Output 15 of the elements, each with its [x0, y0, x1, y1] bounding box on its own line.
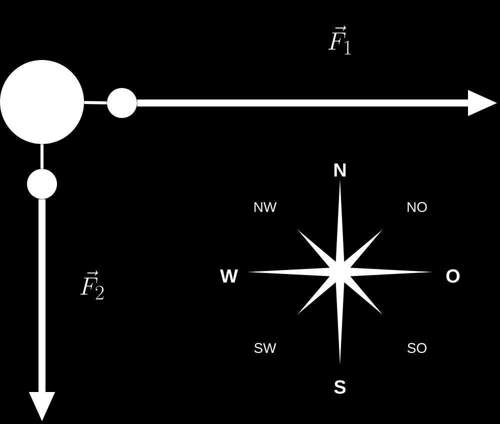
direction-label: SW	[254, 343, 276, 353]
attachment-point	[27, 169, 57, 199]
direction-label: S	[334, 380, 346, 394]
force-label: $\vec{F}_1$	[328, 26, 351, 54]
connector-line	[40, 144, 44, 169]
direction-label: N	[334, 163, 346, 177]
connector-line	[84, 101, 107, 104]
body-circle	[0, 60, 84, 144]
direction-label: SO	[408, 343, 426, 353]
direction-label: W	[220, 269, 238, 283]
direction-label: NW	[254, 202, 277, 212]
direction-label: O	[446, 269, 460, 283]
attachment-point	[107, 88, 137, 118]
direction-label: NO	[408, 202, 427, 212]
force-label: $\vec{F}_2$	[80, 270, 104, 300]
